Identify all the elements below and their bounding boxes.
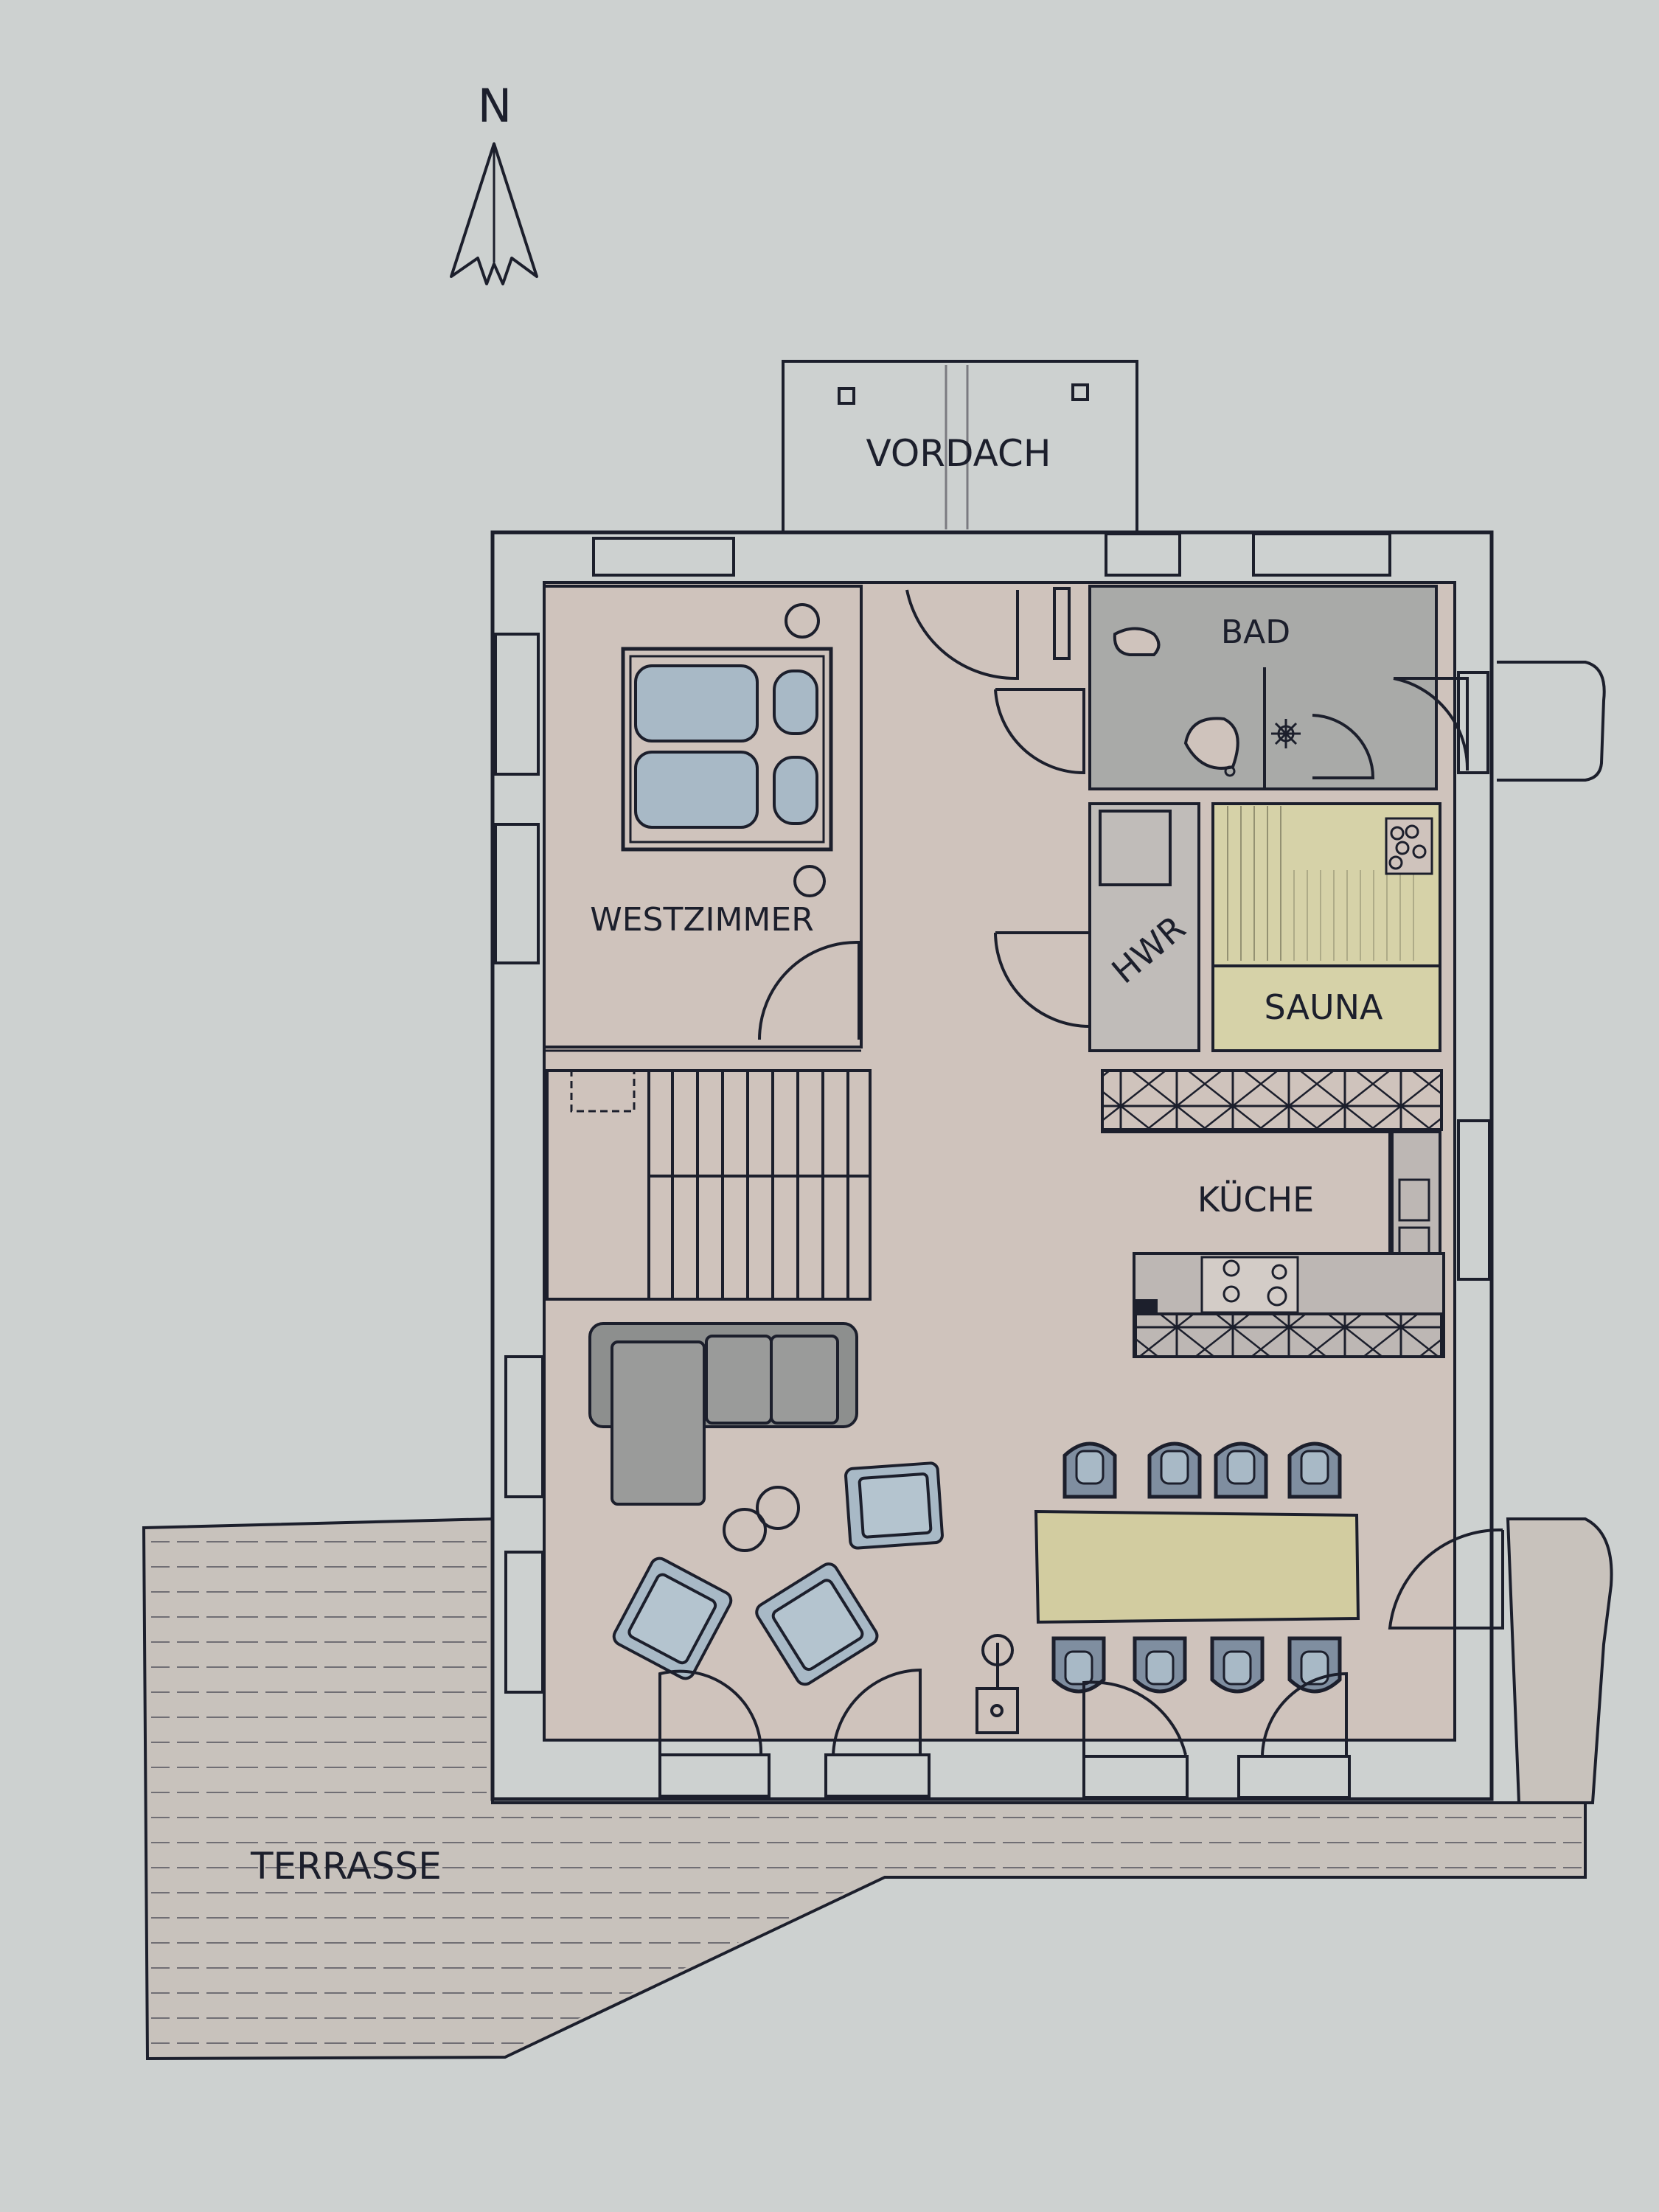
- staircase: [546, 1069, 872, 1301]
- window-north-1: [592, 537, 735, 577]
- hwr-room: [1088, 802, 1200, 1052]
- window-west-4: [504, 1551, 544, 1694]
- stair-landing-dashed: [570, 1069, 636, 1113]
- window-north-2: [1105, 532, 1181, 577]
- shower-icon: [1271, 719, 1301, 748]
- room-label-bad: BAD: [1221, 613, 1290, 651]
- kitchen-counter-lower: [1134, 1312, 1443, 1358]
- dining-chair-seat: [1160, 1450, 1189, 1485]
- window-east-1: [1457, 671, 1489, 774]
- kitchen-counter-upper: [1101, 1069, 1443, 1131]
- north-label: N: [478, 79, 512, 133]
- dining-chair-seat: [1300, 1650, 1329, 1686]
- door-bad: [994, 688, 1085, 775]
- window-west-2: [494, 823, 540, 964]
- window-west-1: [494, 633, 540, 776]
- window-north-3: [1252, 532, 1391, 577]
- stove-hob-icon: [1222, 1259, 1287, 1307]
- dining-chairs: [1051, 1441, 1342, 1694]
- window-east-2: [1457, 1119, 1491, 1281]
- sofa: [588, 1322, 858, 1506]
- washbasin-icon: [1183, 717, 1239, 770]
- bad-room: [1088, 585, 1438, 790]
- door-dining-right: [1261, 1672, 1348, 1756]
- dining-chair-seat: [1075, 1450, 1105, 1485]
- door-terrace-left: [658, 1669, 763, 1756]
- fireplace-stove-icon: [975, 1634, 1019, 1734]
- door-hwr: [994, 931, 1091, 1029]
- dining-chair-seat: [1300, 1450, 1329, 1485]
- dining-table: [1034, 1509, 1360, 1624]
- east-step-upper: [1497, 661, 1606, 782]
- window-south-4: [1237, 1755, 1351, 1799]
- kitchen-sink-icon: [1135, 1299, 1158, 1314]
- north-arrow-icon: [450, 142, 538, 285]
- dining-chair-seat: [1222, 1650, 1252, 1686]
- room-label-terrasse: TERRASSE: [250, 1845, 442, 1888]
- window-south-2: [824, 1753, 931, 1798]
- armchair-right: [844, 1461, 944, 1550]
- room-label-kueche: KÜCHE: [1197, 1180, 1314, 1220]
- windows: [494, 532, 1491, 1799]
- room-label-westzimmer: WESTZIMMER: [590, 901, 814, 939]
- stair-treads: [671, 1071, 849, 1299]
- vordach-canopy: [782, 360, 1138, 534]
- nightstand-lamp-top: [785, 603, 820, 639]
- dining-chair-seat: [1064, 1650, 1093, 1686]
- nightstand-lamp-bottom: [793, 865, 826, 897]
- window-west-3: [504, 1355, 544, 1498]
- room-label-sauna: SAUNA: [1264, 987, 1383, 1027]
- door-shower: [1312, 714, 1375, 779]
- window-south-3: [1082, 1755, 1189, 1799]
- armchair-center: [755, 1562, 879, 1686]
- east-step-lower: [1506, 1517, 1613, 1804]
- door-dining-left: [1082, 1680, 1187, 1756]
- armchair-left: [612, 1557, 733, 1680]
- door-westzimmer: [758, 940, 860, 1040]
- entrance-frame: [1053, 587, 1071, 660]
- room-label-vordach: VORDACH: [866, 432, 1051, 475]
- toilet-icon: [1113, 627, 1161, 656]
- door-entrance: [905, 589, 1019, 681]
- dining-chair-seat: [1226, 1450, 1256, 1485]
- door-bad-outer: [1393, 677, 1470, 771]
- dining-chair-seat: [1145, 1650, 1175, 1686]
- door-east-dining: [1388, 1528, 1504, 1630]
- sauna-stove-icon: [1388, 824, 1427, 870]
- side-tables: [723, 1486, 800, 1552]
- bed: [621, 647, 833, 852]
- door-terrace-right: [832, 1668, 922, 1756]
- window-south-1: [658, 1753, 771, 1798]
- drain-icon: [1224, 765, 1236, 777]
